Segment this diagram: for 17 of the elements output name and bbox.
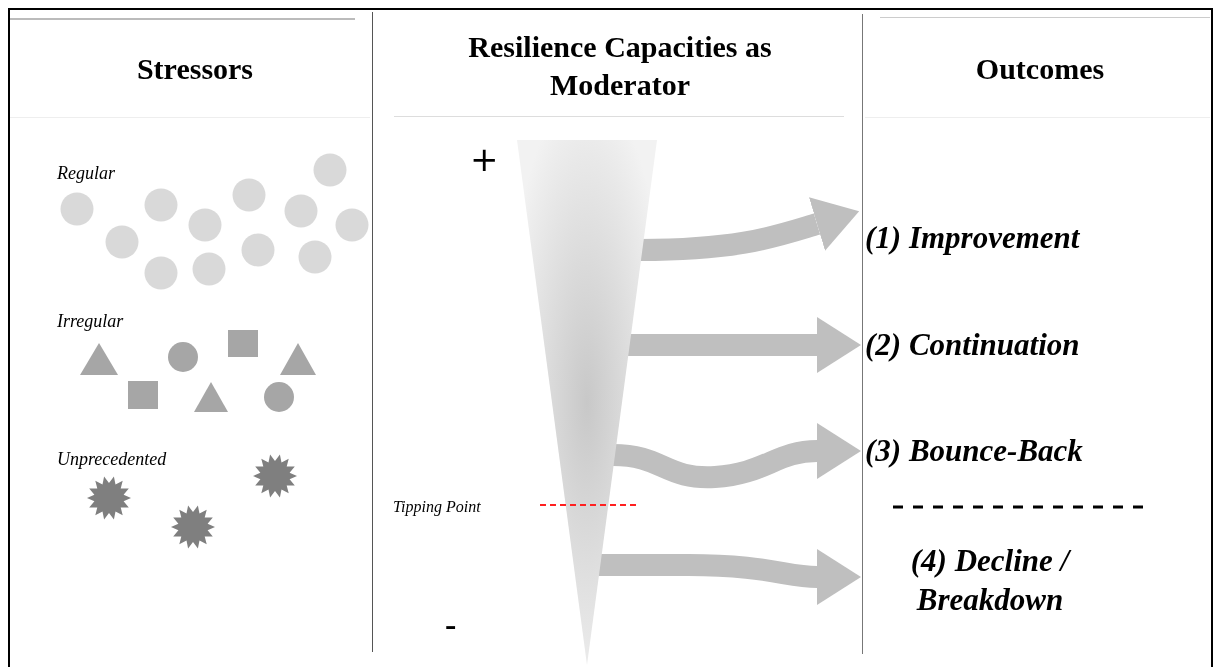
column-heading: Outcomes xyxy=(974,51,1106,87)
plus-sign: + xyxy=(470,142,499,176)
column-heading: Stressors xyxy=(135,51,255,87)
arrow xyxy=(612,423,861,489)
outcome-label: (3) Bounce-Back xyxy=(865,431,1084,470)
outcome-label: (1) Improvement xyxy=(865,218,1081,257)
arrow xyxy=(598,549,861,605)
category-label: Unprecedented xyxy=(57,448,167,471)
column-heading: Resilience Capacities as Moderator xyxy=(467,29,773,103)
arrow xyxy=(640,197,860,261)
category-label: Irregular xyxy=(57,310,124,333)
outcome-label: (4) Decline / Breakdown xyxy=(909,542,1073,619)
minus-sign: - xyxy=(445,608,457,642)
arrow xyxy=(627,317,861,373)
outcome-label: (2) Continuation xyxy=(865,325,1081,364)
tipping-point-label: Tipping Point xyxy=(393,497,481,518)
category-label: Regular xyxy=(57,162,115,185)
